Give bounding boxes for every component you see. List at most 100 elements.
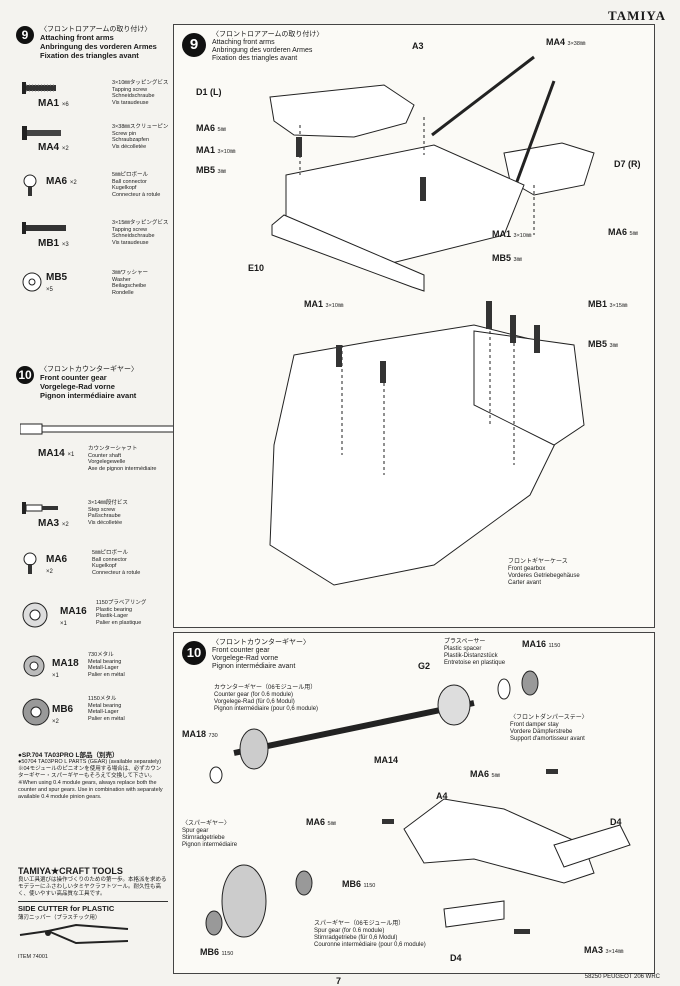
qty: ×3 — [61, 242, 69, 248]
desc-en: Metal bearing — [88, 658, 122, 665]
label-mb5: MB5 3㎜ — [196, 165, 226, 175]
code: MA16 — [522, 639, 547, 649]
desc-fr: Palier en plastique — [96, 619, 142, 626]
label-damper-stay: 〈フロントダンパーステー〉 Front damper stay Vordere … — [510, 715, 588, 743]
de: Vordere Dämpferstrebe — [510, 729, 573, 735]
jp: カウンターギヤー（06モジュール用） — [214, 685, 317, 691]
screw-ma6 — [546, 769, 558, 774]
qty: ×2 — [46, 569, 53, 575]
size: 3×38㎜ — [567, 41, 586, 47]
note-3: ※04モジュールのピニオンを使用する場合は、必ずカウンターギヤー・スパーギヤーも… — [18, 766, 162, 779]
label-e10: E10 — [248, 263, 265, 273]
label-front-gearbox: フロントギヤーケース Front gearbox Vorderes Getrie… — [508, 559, 580, 587]
de: Stirnradgetriebe — [182, 835, 225, 841]
note-2: ●50704 TA03PRO L PARTS (GEAR) (available… — [18, 759, 162, 765]
desc-jp: 1150メタル — [88, 696, 117, 702]
qty: ×2 — [61, 146, 69, 152]
code: MA6 — [46, 554, 68, 565]
screw-pin-icon — [22, 126, 61, 140]
arm-d4 — [553, 824, 631, 868]
code: MA1 — [38, 98, 60, 109]
qty: ×2 — [52, 719, 59, 725]
code: MB6 — [342, 879, 362, 889]
washer-icon — [22, 272, 42, 292]
code: MA1 — [196, 145, 216, 155]
desc-fr: Vis décolletée — [88, 519, 123, 526]
screw-ma6b — [382, 819, 394, 824]
jp: スパーギヤー（06モジュール用） — [314, 921, 405, 927]
size: 3×15㎜ — [609, 303, 628, 309]
jp: 〈スパーギヤー〉 — [182, 821, 231, 827]
label-a4: A4 — [436, 791, 448, 801]
bearing-mb6 — [295, 870, 313, 896]
screw-ma1 — [380, 361, 386, 383]
size: 5㎜ — [491, 773, 501, 779]
damper-stay-a4 — [403, 798, 595, 884]
gear-g2 — [437, 684, 471, 726]
step-screw-icon — [22, 502, 58, 514]
desc-jp: 3×14㎜段付ビス — [88, 500, 128, 506]
step9-panel-number: 9 — [182, 33, 206, 57]
desc-de: Plastik-Lager — [96, 613, 129, 619]
desc-jp: 3×38㎜スクリューピン — [112, 124, 169, 130]
step10-number: 10 — [16, 366, 34, 384]
tapping-screw-icon — [22, 222, 66, 234]
parts-column: 9 〈フロントロアアームの取り付け〉 Attaching front arms … — [0, 24, 213, 974]
code: MB6 — [52, 704, 74, 715]
label-counter-gear: カウンターギヤー（06モジュール用） Counter gear (for 0.6… — [214, 685, 318, 713]
label-d7: D7 (R) — [614, 159, 641, 169]
page-number: 7 — [336, 976, 342, 986]
en: Spur gear — [182, 828, 209, 834]
label-mb6: MB6 1150 — [342, 879, 375, 889]
desc-jp: 5㎜ピロボール — [92, 550, 129, 556]
code: MA3 — [38, 518, 60, 529]
size: 3×10㎜ — [325, 303, 344, 309]
screw-ma3 — [514, 929, 530, 934]
desc-de: Schneidschraube — [112, 93, 155, 99]
en: Front counter gear — [212, 647, 270, 654]
bearing-mb6b — [205, 910, 223, 936]
label-ma1c: MA1 3×10㎜ — [304, 299, 343, 309]
plastic-bearing-icon — [22, 602, 48, 628]
arm-d1 — [269, 84, 415, 138]
desc-fr: Axe de pignon intermédiaire — [88, 465, 157, 472]
jp: 〈フロントカウンターギヤー〉 — [212, 639, 310, 646]
de: Anbringung des vorderen Armes — [212, 47, 313, 54]
en: Spur gear (for 0.6 module) — [314, 928, 385, 934]
desc-jp: 3×15㎜タッピングビス — [112, 220, 169, 226]
qty: ×2 — [69, 180, 77, 186]
tools-name: SIDE CUTTER for PLASTIC — [18, 901, 168, 913]
fr: Entretoise en plastique — [444, 660, 506, 666]
desc-de: Schraubzapfen — [112, 137, 149, 143]
spur-gear — [221, 864, 267, 938]
side-cutter-icon — [19, 923, 129, 945]
code: MB5 — [588, 339, 608, 349]
desc-de: Metall-Lager — [88, 665, 119, 671]
desc-en: Tapping screw — [112, 86, 148, 93]
code: MA1 — [304, 299, 324, 309]
code: MA6 — [46, 176, 68, 187]
code: MA6 — [470, 769, 490, 779]
code: MA1 — [492, 229, 512, 239]
screw-mb1 — [510, 315, 516, 343]
label-mb6b: MB6 1150 — [200, 947, 233, 957]
note-4: ※When using 0.4 module gears, always rep… — [18, 780, 163, 800]
size: 5㎜ — [327, 821, 337, 827]
desc-de: Vorgelegewelle — [88, 459, 126, 465]
jp: 〈フロントロアアームの取り付け〉 — [212, 31, 324, 38]
code: MA6 — [608, 227, 628, 237]
size: 1150 — [548, 643, 561, 649]
tools-brand: TAMIYA★CRAFT TOOLS — [18, 866, 123, 876]
label-ma6b: MA6 5㎜ — [306, 817, 336, 827]
desc-jp: 3㎜ワッシャー — [112, 270, 149, 276]
size: 3×14㎜ — [605, 949, 624, 955]
qty: ×2 — [61, 522, 69, 528]
desc-en: Screw pin — [112, 130, 137, 137]
code: MA18 — [182, 729, 207, 739]
step10-panel: 10 〈フロントカウンターギヤー〉 Front counter gear Vor… — [173, 632, 655, 974]
optional-parts-notes: ●SP.704 TA03PRO L部品（別売） ●50704 TA03PRO L… — [18, 752, 166, 801]
